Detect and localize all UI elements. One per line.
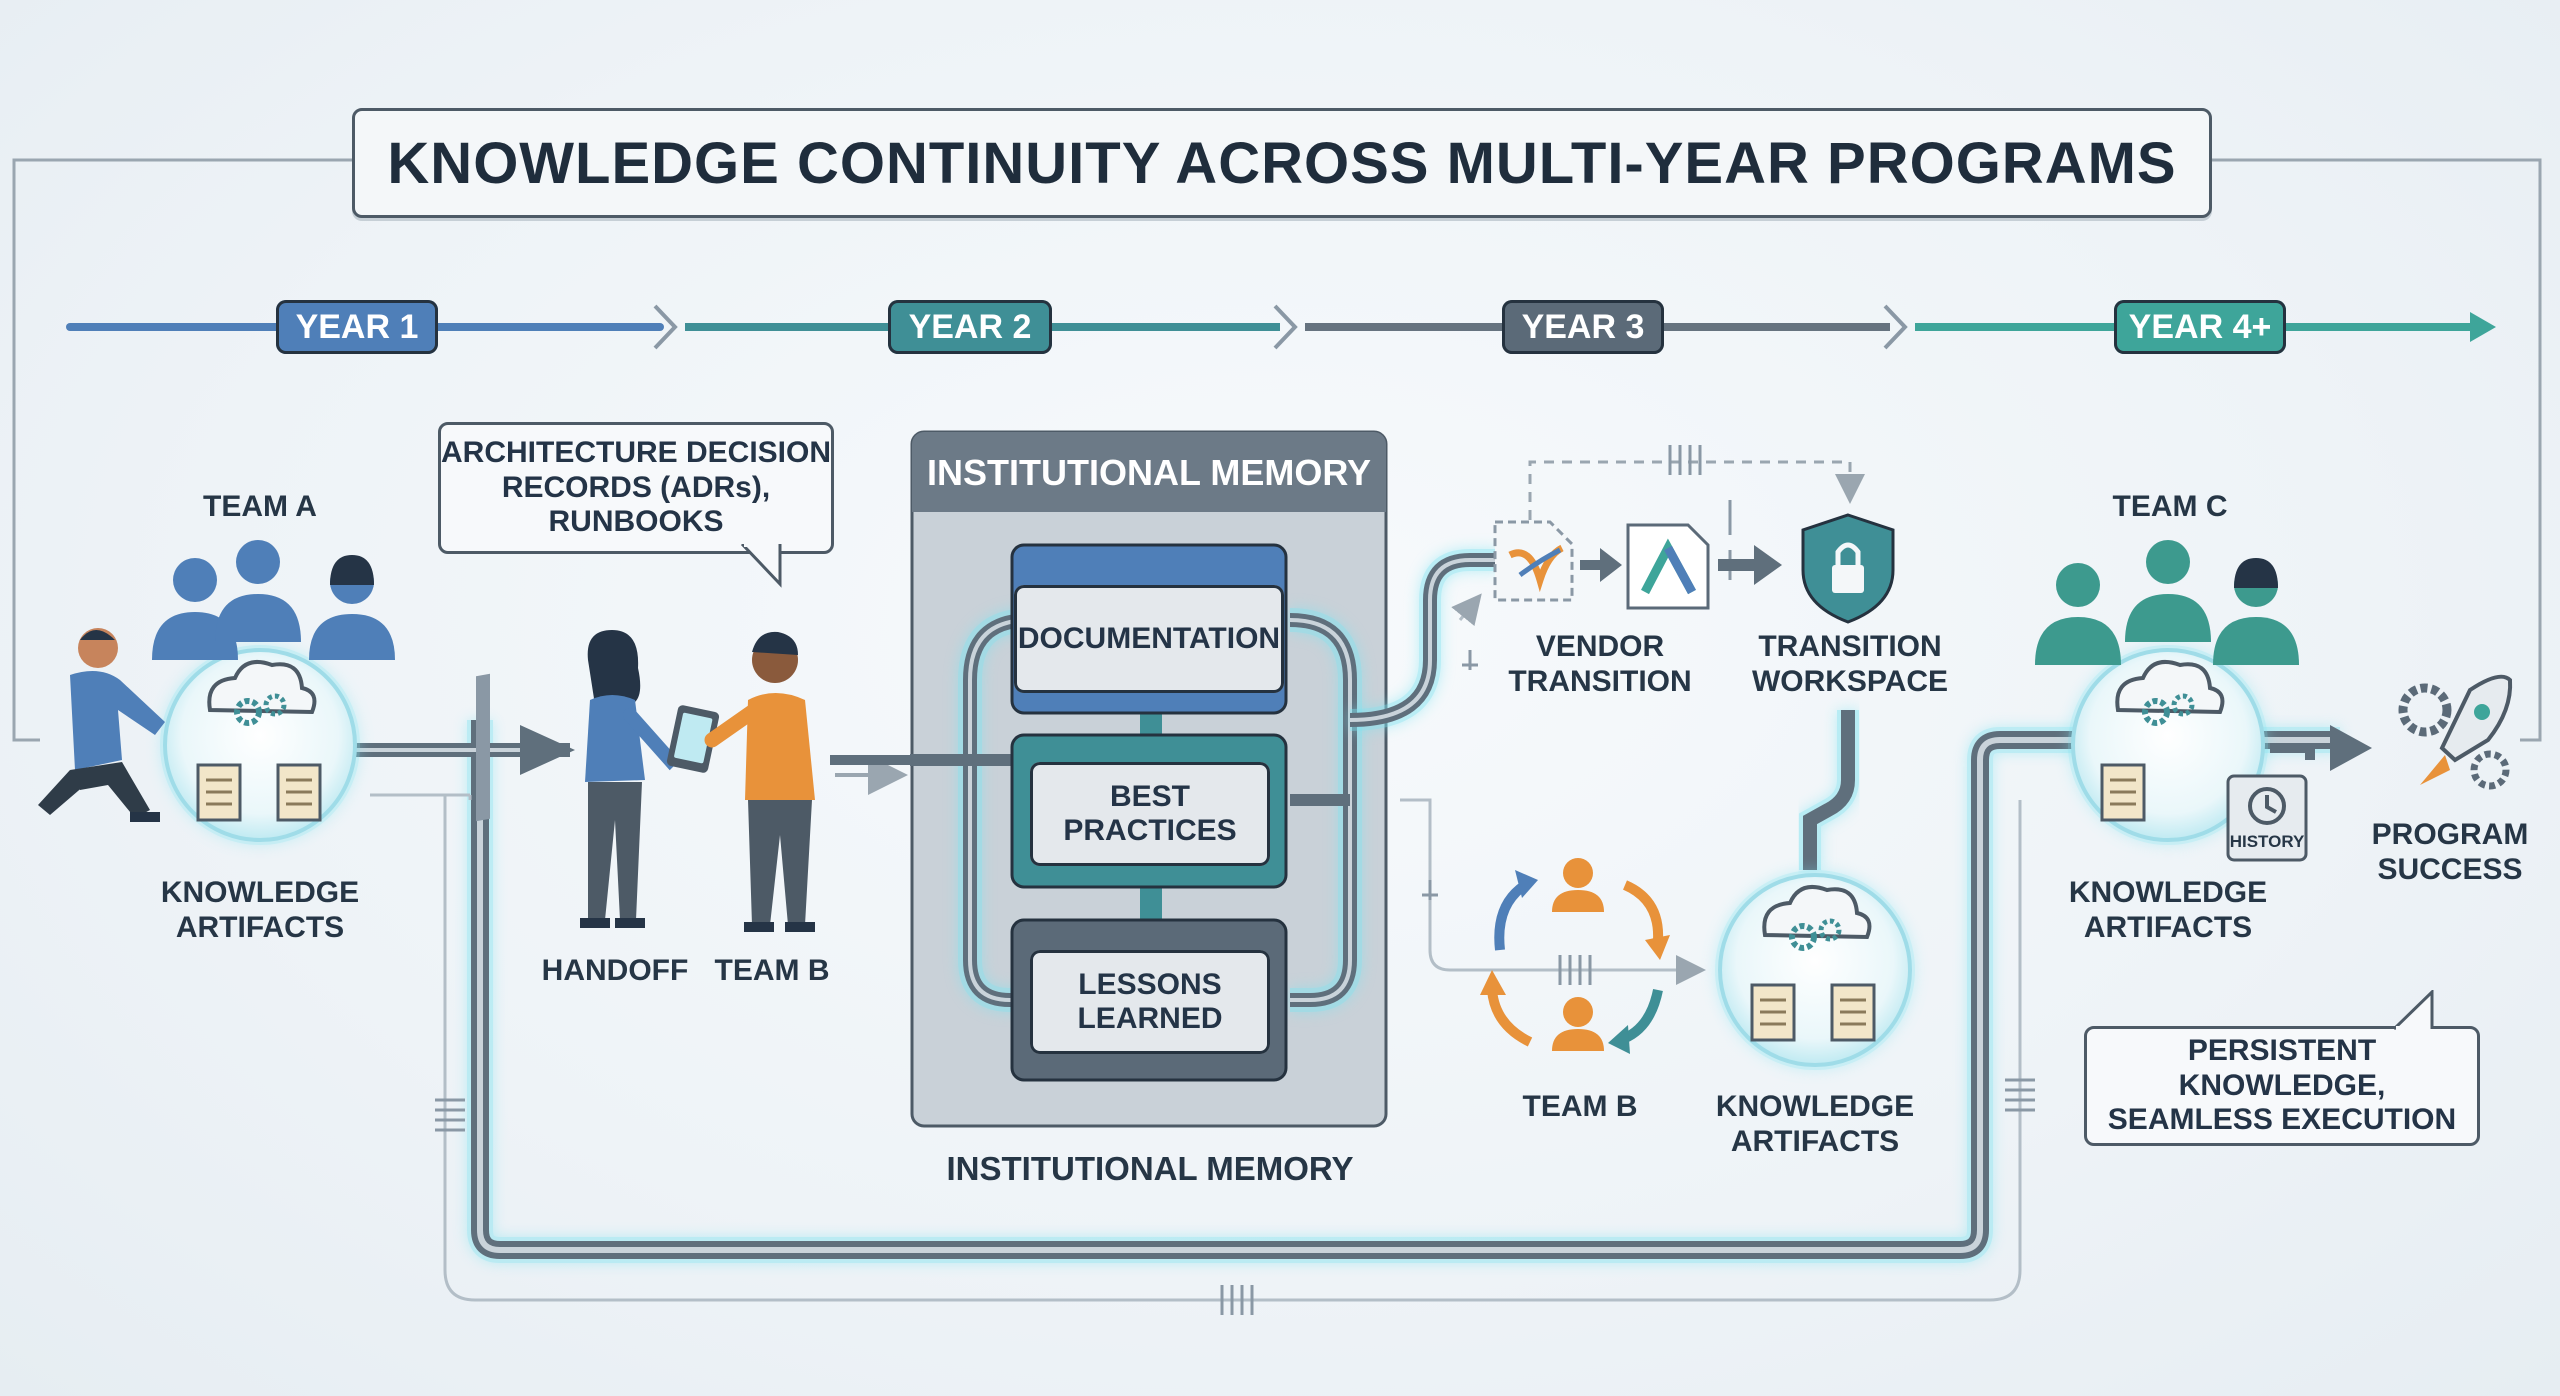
- year-3-pill: YEAR 3: [1502, 300, 1664, 354]
- arrow-to-success-head: [2330, 725, 2372, 771]
- persistent-callout-tail: [2392, 990, 2434, 1030]
- outer-frame-line: [12, 158, 2542, 742]
- memory-footer-label: INSTITUTIONAL MEMORY: [946, 1150, 1354, 1187]
- team-a-label: TEAM A: [203, 490, 317, 523]
- program-success-label: PROGRAM SUCCESS: [2371, 818, 2529, 886]
- scroll-icon-b: [1750, 983, 1876, 1042]
- arrow-to-success: [2270, 743, 2315, 760]
- rocket-icon: [2398, 674, 2513, 790]
- page-title: KNOWLEDGE CONTINUITY ACROSS MULTI-YEAR P…: [387, 130, 2177, 196]
- history-icon: [2226, 774, 2308, 862]
- shield-lock-icon: [1801, 513, 1895, 624]
- persistent-callout: PERSISTENT KNOWLEDGE, SEAMLESS EXECUTION: [2084, 1026, 2480, 1146]
- vendor-document-icon: [1493, 520, 1574, 602]
- scroll-icon-a: [196, 763, 322, 822]
- team-c-group: [2035, 540, 2299, 665]
- cloud-gear-icon-b: [1762, 885, 1872, 951]
- memory-best-practices: BEST PRACTICES: [1030, 762, 1270, 866]
- team-b-person-bottom: [1552, 997, 1604, 1051]
- team-c-artifacts-label: KNOWLEDGE ARTIFACTS: [2068, 876, 2268, 944]
- pipe-memory-to-vendor: [1349, 549, 1706, 985]
- cloud-gear-icon-c: [2115, 660, 2225, 726]
- team-b-artifacts-label: KNOWLEDGE ARTIFACTS: [1715, 1090, 1915, 1158]
- scroll-icon-c: [2100, 763, 2146, 822]
- team-c-label: TEAM C: [2112, 490, 2228, 523]
- history-label: HISTORY: [2229, 832, 2305, 851]
- workspace-app-icon: [1626, 523, 1710, 610]
- memory-header: INSTITUTIONAL MEMORY: [927, 452, 1371, 493]
- vendor-transition-row: [1493, 445, 1895, 870]
- vendor-transition-label: VENDOR TRANSITION: [1508, 630, 1692, 698]
- transition-workspace-label: TRANSITION WORKSPACE: [1751, 630, 1949, 698]
- handoff-team-b-label: TEAM B: [714, 954, 830, 987]
- team-b-cycle-label: TEAM B: [1522, 1090, 1638, 1123]
- cloud-gear-icon-a: [207, 660, 317, 726]
- adr-callout-tail: [740, 544, 782, 588]
- handoff-woman-figure: [580, 630, 685, 928]
- handoff-label: HANDOFF: [541, 954, 689, 987]
- team-b-cycle: [1480, 858, 1670, 1054]
- tablet-icon: [666, 705, 720, 773]
- pipe-team-a-out: [355, 673, 575, 822]
- year-2-pill: YEAR 2: [888, 300, 1052, 354]
- team-a-group: [152, 540, 395, 660]
- kneeling-person-figure: [38, 628, 165, 822]
- year-1-pill: YEAR 1: [276, 300, 438, 354]
- team-b-person-top: [1552, 858, 1604, 912]
- memory-lessons-learned: LESSONS LEARNED: [1030, 950, 1270, 1054]
- memory-documentation: DOCUMENTATION: [1014, 585, 1284, 693]
- adr-callout: ARCHITECTURE DECISION RECORDS (ADRs), RU…: [438, 422, 834, 554]
- handoff-man-figure: [704, 631, 815, 932]
- team-a-artifacts-label: KNOWLEDGE ARTIFACTS: [160, 876, 360, 944]
- main-pipe: [435, 720, 2340, 1315]
- year-4-pill: YEAR 4+: [2114, 300, 2286, 354]
- title-banner: KNOWLEDGE CONTINUITY ACROSS MULTI-YEAR P…: [352, 108, 2212, 218]
